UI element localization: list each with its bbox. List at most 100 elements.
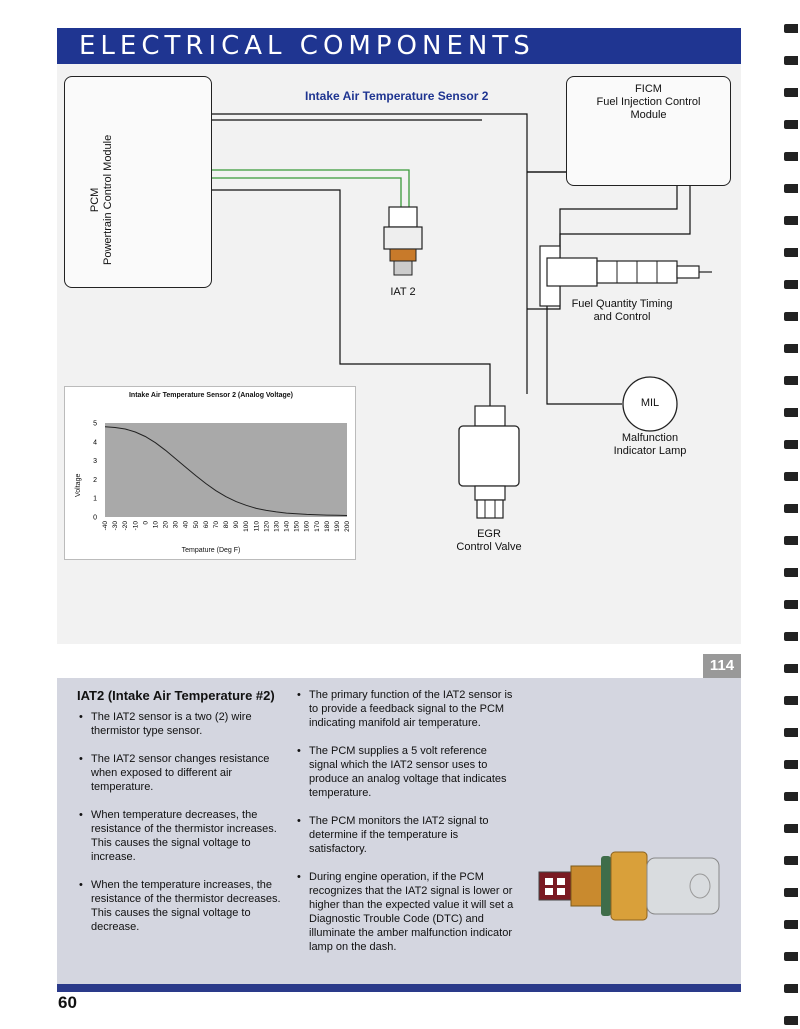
binding-ring	[784, 952, 798, 961]
binding-ring	[784, 312, 798, 321]
x-tick-label: 200	[344, 521, 351, 532]
iat2-sensor-photo	[538, 851, 720, 921]
binding-ring	[784, 344, 798, 353]
right-column: The primary function of the IAT2 sensor …	[295, 688, 515, 968]
chart-title: Intake Air Temperature Sensor 2 (Analog …	[128, 392, 294, 399]
binding-ring	[784, 376, 798, 385]
y-tick-label: 0	[93, 515, 97, 522]
x-tick-label: -20	[122, 521, 129, 531]
pcm-full-name: Powertrain Control Module	[102, 134, 114, 265]
binding-ring	[784, 984, 798, 993]
x-tick-label: 120	[263, 521, 270, 532]
x-tick-label: -30	[112, 521, 119, 531]
egr-label-line-1: EGR	[477, 528, 501, 540]
fuel-label-line-2: and Control	[593, 311, 651, 323]
x-tick-label: 80	[223, 521, 230, 529]
egr-label-line-2: Control Valve	[456, 541, 522, 553]
ficm-label-line-2: Fuel Injection Control	[596, 96, 701, 108]
binding-ring	[784, 696, 798, 705]
x-tick-label: 180	[324, 521, 331, 532]
x-tick-label: -40	[102, 521, 109, 531]
x-tick-label: 130	[273, 521, 280, 532]
binding-ring	[784, 856, 798, 865]
binding-ring	[784, 920, 798, 929]
binding-ring	[784, 120, 798, 129]
wiring-diagram: PCM Powertrain Control Module FICM Fuel …	[57, 64, 741, 644]
mil-caption: Malfunction Indicator Lamp	[600, 432, 700, 458]
binding-ring	[784, 88, 798, 97]
binding-ring	[784, 440, 798, 449]
ficm-label-line-1: FICM	[635, 83, 662, 95]
iat2-label: IAT 2	[390, 286, 416, 298]
right-bullets: The primary function of the IAT2 sensor …	[295, 688, 515, 954]
x-tick-label: 140	[284, 521, 291, 532]
bullet-item: The PCM supplies a 5 volt reference sign…	[295, 744, 515, 800]
binding-ring	[784, 536, 798, 545]
bullet-item: The IAT2 sensor changes resistance when …	[77, 752, 287, 794]
binding-ring	[784, 1016, 798, 1025]
x-tick-label: 30	[173, 521, 180, 529]
ficm-label: FICM Fuel Injection Control Module	[577, 83, 720, 122]
binding-ring	[784, 760, 798, 769]
binding-ring	[784, 728, 798, 737]
plot-area	[105, 423, 347, 517]
bullet-item: During engine operation, if the PCM reco…	[295, 870, 515, 954]
left-bullets: The IAT2 sensor is a two (2) wire thermi…	[77, 710, 287, 934]
binding-ring	[784, 504, 798, 513]
x-tick-label: 50	[193, 521, 200, 529]
y-tick-label: 4	[93, 439, 97, 446]
fuel-quantity-label: Fuel Quantity Timing and Control	[562, 298, 682, 324]
y-tick-label: 3	[93, 458, 97, 465]
bullet-item: When temperature decreases, the resistan…	[77, 808, 287, 864]
mil-caption-line-1: Malfunction	[621, 432, 679, 444]
binding-ring	[784, 888, 798, 897]
x-tick-label: 100	[243, 521, 250, 532]
binding-ring	[784, 184, 798, 193]
x-tick-label: 20	[163, 521, 170, 529]
diagram-title: Intake Air Temperature Sensor 2	[305, 89, 489, 103]
pcm-module: PCM Powertrain Control Module	[64, 76, 212, 288]
binding-ring	[784, 632, 798, 641]
mil-caption-line-2: Indicator Lamp	[613, 445, 687, 457]
binding-ring	[784, 280, 798, 289]
binding-ring	[784, 152, 798, 161]
x-tick-label: 70	[213, 521, 220, 529]
fuel-label-line-1: Fuel Quantity Timing	[571, 298, 673, 310]
x-tick-label: 0	[142, 521, 149, 525]
page-number: 60	[58, 993, 77, 1012]
text-panel: IAT2 (Intake Air Temperature #2) The IAT…	[57, 678, 741, 984]
binding-ring	[784, 664, 798, 673]
x-tick-label: 150	[294, 521, 301, 532]
bullet-item: When the temperature increases, the resi…	[77, 878, 287, 934]
chart-x-label: Tempature (Deg F)	[181, 547, 241, 554]
section-title: ELECTRICAL COMPONENTS	[79, 31, 535, 61]
pcm-abbrev: PCM	[89, 187, 101, 213]
x-tick-label: 90	[233, 521, 240, 529]
binding-ring	[784, 216, 798, 225]
x-tick-label: 110	[253, 521, 260, 532]
binding-ring	[784, 568, 798, 577]
x-tick-label: 40	[183, 521, 190, 529]
page-tag: 114	[703, 654, 741, 678]
y-tick-label: 1	[93, 496, 97, 503]
ficm-module	[566, 76, 731, 186]
x-tick-label: 160	[304, 521, 311, 532]
x-tick-label: 60	[203, 521, 210, 529]
binding-ring	[784, 408, 798, 417]
binding-ring	[784, 792, 798, 801]
egr-label: EGR Control Valve	[439, 528, 539, 554]
binding-ring	[784, 56, 798, 65]
x-tick-label: 190	[334, 521, 341, 532]
binding-ring	[784, 24, 798, 33]
spiral-binding	[778, 0, 800, 1029]
x-tick-label: 170	[314, 521, 321, 532]
section-header: ELECTRICAL COMPONENTS	[57, 28, 741, 64]
ficm-label-line-3: Module	[630, 109, 667, 121]
bullet-item: The IAT2 sensor is a two (2) wire thermi…	[77, 710, 287, 738]
binding-ring	[784, 824, 798, 833]
bottom-strip	[57, 984, 741, 992]
y-tick-label: 5	[93, 421, 97, 428]
binding-ring	[784, 600, 798, 609]
bullet-item: The PCM monitors the IAT2 signal to dete…	[295, 814, 515, 856]
